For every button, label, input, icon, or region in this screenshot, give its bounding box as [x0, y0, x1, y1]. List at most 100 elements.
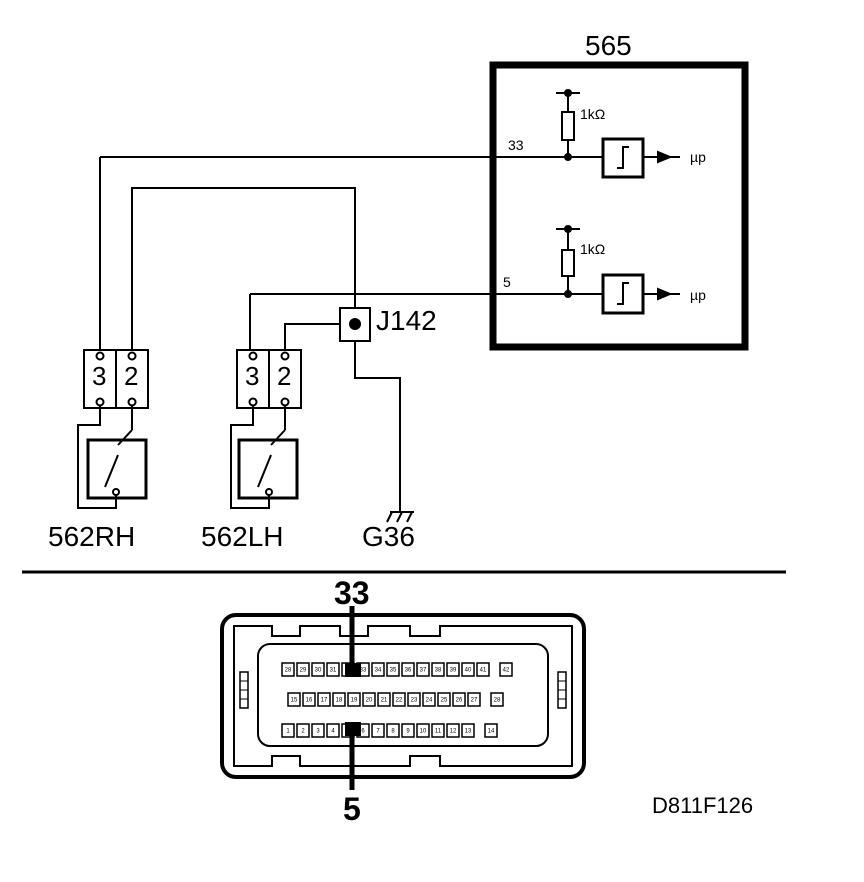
connector-pin-number: 20: [366, 698, 373, 704]
connector-pin: [490, 692, 504, 707]
connector-pin: [392, 692, 406, 707]
connector-pin: [311, 662, 325, 677]
connector-pin-number: 30: [315, 668, 322, 674]
connector-pin-33-label: 33: [334, 575, 370, 611]
connector-pin-number: 42: [503, 668, 510, 674]
connector-pin: [332, 692, 346, 707]
ecu-upper-input-circuit: [100, 89, 680, 179]
connector-pin-number: 8: [391, 729, 395, 735]
connector-pin-number: 25: [441, 698, 448, 704]
connector-pin-number: 38: [435, 668, 442, 674]
connector-pin: [416, 723, 430, 738]
wiring: [99, 157, 401, 512]
rh-pin-2-label: 2: [124, 361, 138, 391]
ecu-pin-33-label: 33: [508, 137, 524, 153]
output-lower-label: µp: [690, 287, 706, 303]
connector-pin: [377, 692, 391, 707]
connector-pin-number: 37: [420, 668, 427, 674]
connector-pin-number: 4: [331, 729, 335, 735]
ground-label: G36: [362, 521, 415, 552]
connector-pin-number: 3: [316, 729, 320, 735]
connector-pin: [287, 692, 301, 707]
connector-pin: [452, 692, 466, 707]
connector-pin-number: 35: [390, 668, 397, 674]
connector-pin-number: 39: [450, 668, 457, 674]
connector-pin-number: 28: [494, 698, 501, 704]
ecu-565: 565: [489, 30, 749, 351]
connector-pin-number: 29: [300, 668, 307, 674]
connector-pin-number: 23: [411, 698, 418, 704]
ground-symbol: [386, 511, 414, 523]
connector-pin: [461, 723, 475, 738]
connector-pin-5-label: 5: [343, 791, 361, 827]
connector-pin: [386, 723, 400, 738]
connector-pin: [476, 662, 490, 677]
connector-pin-number: 11: [435, 729, 442, 735]
connector-pin: [446, 723, 460, 738]
connector-pin-number: 31: [330, 668, 337, 674]
connector-pin-row-3: 1234567891011121314: [281, 723, 498, 738]
ecu-lower-input-circuit: [250, 225, 680, 315]
lh-pin-2-label: 2: [277, 361, 291, 391]
connector-pin-row-1: 282930313233343536373839404142: [281, 662, 513, 677]
connector-pin-number: 9: [406, 729, 410, 735]
connector-pin: [416, 662, 430, 677]
switch-lh-label: 562LH: [201, 521, 284, 552]
connector-pin-number: 21: [381, 698, 388, 704]
connector-pin-number: 40: [465, 668, 472, 674]
pin-callouts: [345, 606, 361, 790]
connector-pin-number: 15: [291, 698, 298, 704]
connector-pin-number: 34: [375, 668, 382, 674]
switch-562rh: [77, 349, 149, 509]
connector-pin-number: 13: [465, 729, 472, 735]
switch-562lh: [230, 349, 302, 509]
connector-pin-number: 2: [301, 729, 305, 735]
connector-pin: [484, 723, 498, 738]
connector-pin: [461, 662, 475, 677]
ecu-label: 565: [585, 30, 632, 61]
connector-pin: [362, 692, 376, 707]
connector-pin-number: 22: [396, 698, 403, 704]
junction-label: J142: [376, 305, 437, 336]
connector-pin: [371, 662, 385, 677]
connector-pin: [431, 723, 445, 738]
connector-pin: [401, 662, 415, 677]
connector-pin: [431, 662, 445, 677]
connector-pin: [347, 692, 361, 707]
connector-pin: [371, 723, 385, 738]
connector-pin-number: 28: [285, 668, 292, 674]
connector-pin-number: 17: [321, 698, 328, 704]
connector-pin-number: 1: [286, 729, 290, 735]
connector-pin: [401, 723, 415, 738]
connector-pin-number: 6: [361, 729, 365, 735]
connector-pin: [281, 662, 295, 677]
ecu-pin-5-label: 5: [503, 274, 511, 290]
connector-pin-number: 10: [420, 729, 427, 735]
rh-pin-3-label: 3: [92, 361, 106, 391]
connector-pin: [281, 723, 295, 738]
connector-pin: [499, 662, 513, 677]
connector-pin-number: 19: [351, 698, 358, 704]
resistor-upper-label: 1kΩ: [580, 106, 605, 122]
connector-pin: [302, 692, 316, 707]
connector-pin-number: 26: [456, 698, 463, 704]
connector-pin-number: 18: [336, 698, 343, 704]
connector-pin: [422, 692, 436, 707]
figure-code: D811F126: [652, 793, 753, 818]
connector-face: [220, 613, 586, 779]
connector-pin: [326, 723, 340, 738]
output-upper-label: µp: [690, 149, 706, 165]
connector-pin: [296, 723, 310, 738]
connector-pin: [317, 692, 331, 707]
connector-pin-number: 12: [450, 729, 457, 735]
connector-pin: [437, 692, 451, 707]
connector-pin: [311, 723, 325, 738]
connector-pin-number: 41: [480, 668, 487, 674]
connector-pin: [386, 662, 400, 677]
connector-pin-number: 33: [360, 668, 367, 674]
connector-pin: [296, 662, 310, 677]
connector-pin: [467, 692, 481, 707]
resistor-lower-label: 1kΩ: [580, 241, 605, 257]
connector-pin-number: 24: [426, 698, 433, 704]
